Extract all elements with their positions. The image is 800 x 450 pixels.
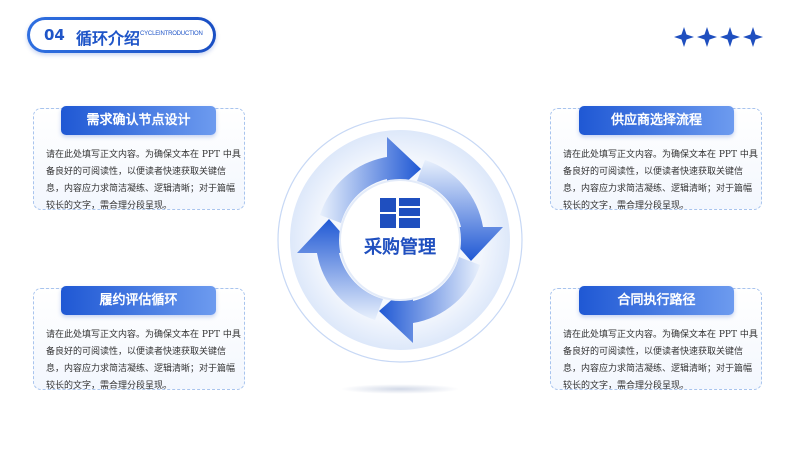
card-title: 需求确认节点设计 [61, 106, 216, 135]
card-body: 请在此处填写正文内容。为确保文本在 PPT 中具备良好的可阅读性，以便读者快速获… [46, 150, 241, 211]
card-body: 请在此处填写正文内容。为确保文本在 PPT 中具备良好的可阅读性，以便读者快速获… [563, 330, 758, 391]
center-label: 采购管理 [364, 237, 436, 258]
star-icon [743, 27, 763, 47]
grid-icon [380, 198, 420, 228]
arrow-left [297, 219, 383, 320]
section-title: 循环介绍 [76, 29, 141, 48]
arrow-top [320, 137, 421, 223]
cycle-shadow [340, 384, 460, 394]
section-number: 04 [44, 26, 65, 44]
card-body: 请在此处填写正文内容。为确保文本在 PPT 中具备良好的可阅读性，以便读者快速获… [563, 150, 758, 211]
section-header: 04 循环介绍 CYCLEINTRODUCTION [27, 17, 216, 53]
star-icon [697, 27, 717, 47]
star-icon [674, 27, 694, 47]
card-title: 合同执行路径 [579, 286, 734, 315]
card-body: 请在此处填写正文内容。为确保文本在 PPT 中具备良好的可阅读性，以便读者快速获… [46, 330, 241, 391]
arrow-right [417, 160, 503, 261]
card-title: 履约评估循环 [61, 286, 216, 315]
card-title: 供应商选择流程 [579, 106, 734, 135]
star-icon [720, 27, 740, 47]
arrow-bottom [379, 257, 480, 343]
section-subtitle: CYCLEINTRODUCTION [140, 31, 203, 37]
cycle-diagram [277, 117, 523, 363]
